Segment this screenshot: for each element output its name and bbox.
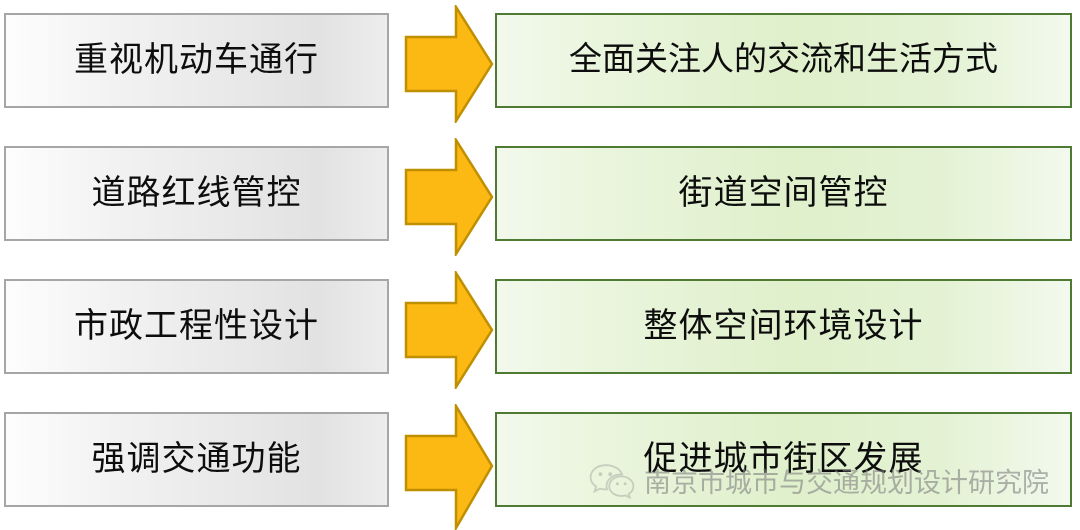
to-box[interactable]: 整体空间环境设计	[495, 279, 1072, 374]
right-arrow-icon	[404, 5, 494, 123]
from-box-label: 市政工程性设计	[74, 307, 319, 345]
from-box[interactable]: 道路红线管控	[4, 146, 389, 241]
to-box[interactable]: 促进城市街区发展	[495, 412, 1072, 507]
to-box-label: 街道空间管控	[678, 174, 889, 212]
comparison-row: 重视机动车通行 全面关注人的交流和生活方式	[0, 0, 1080, 130]
comparison-row: 强调交通功能 促进城市街区发展	[0, 399, 1080, 530]
from-box[interactable]: 强调交通功能	[4, 412, 389, 507]
from-box-label: 重视机动车通行	[74, 41, 319, 79]
right-arrow-icon	[404, 271, 494, 389]
to-box[interactable]: 街道空间管控	[495, 146, 1072, 241]
from-box[interactable]: 市政工程性设计	[4, 279, 389, 374]
from-box[interactable]: 重视机动车通行	[4, 13, 389, 108]
right-arrow-icon	[404, 138, 494, 256]
to-box-label: 全面关注人的交流和生活方式	[569, 42, 998, 78]
to-box[interactable]: 全面关注人的交流和生活方式	[495, 13, 1072, 108]
from-box-label: 道路红线管控	[91, 174, 302, 212]
to-box-label: 整体空间环境设计	[643, 307, 924, 345]
comparison-row: 道路红线管控 街道空间管控	[0, 133, 1080, 263]
to-box-label: 促进城市街区发展	[643, 440, 924, 478]
comparison-row: 市政工程性设计 整体空间环境设计	[0, 266, 1080, 396]
right-arrow-icon	[404, 404, 494, 530]
from-box-label: 强调交通功能	[91, 440, 302, 478]
